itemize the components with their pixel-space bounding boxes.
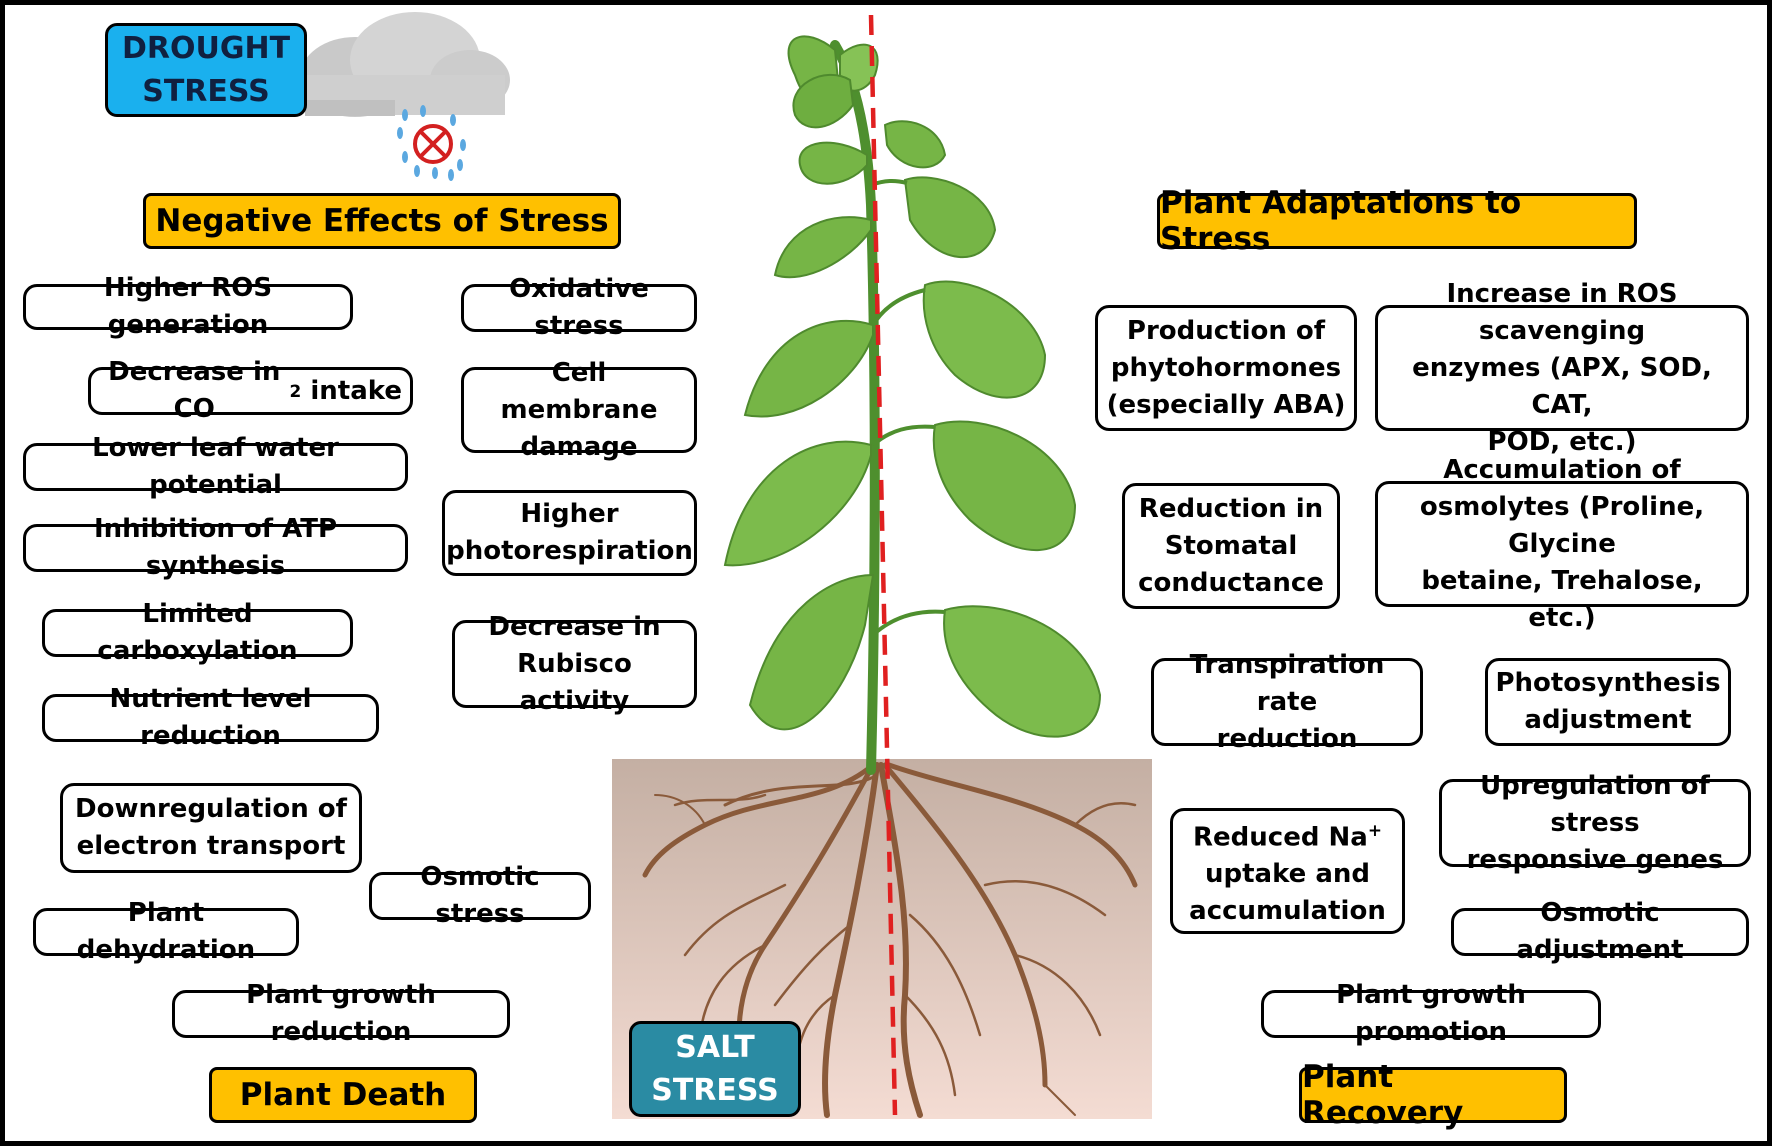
no-water-icon <box>413 124 453 164</box>
cell-membrane-damage: Cell membrane damage <box>461 358 697 462</box>
reduction-stomatal-conductance: Reduction in Stomatal conductance <box>1122 483 1340 609</box>
salt-stress-tag: SALT STRESS <box>629 1021 801 1117</box>
higher-photorespiration: Higher photorespiration <box>442 490 697 576</box>
higher-ros-generation: Higher ROS generation <box>23 273 353 340</box>
production-of-phytohormones: Production of phytohormones (especially … <box>1095 305 1357 431</box>
plant-death-header: Plant Death <box>209 1067 477 1123</box>
leaves <box>723 35 1102 738</box>
reduced-na-uptake: Reduced Na+uptake and accumulation <box>1170 808 1405 934</box>
roots-illustration <box>642 762 1138 1118</box>
limited-carboxylation: Limited carboxylation <box>42 599 353 666</box>
cloud-icon <box>300 12 510 117</box>
accumulation-of-osmolytes: Accumulation of osmolytes (Proline, Glyc… <box>1375 455 1749 633</box>
plant-growth-promotion: Plant growth promotion <box>1261 980 1601 1047</box>
downregulation-electron-transport: Downregulation of electron transport <box>60 783 362 873</box>
osmotic-adjustment: Osmotic adjustment <box>1451 898 1749 965</box>
negative-effects-header: Negative Effects of Stress <box>143 193 621 249</box>
oxidative-stress: Oxidative stress <box>461 274 697 341</box>
stem <box>830 40 880 775</box>
nutrient-level-reduction: Nutrient level reduction <box>42 684 379 751</box>
osmotic-stress: Osmotic stress <box>369 862 591 929</box>
plant-growth-reduction: Plant growth reduction <box>172 980 510 1047</box>
adaptations-header: Plant Adaptations to Stress <box>1157 185 1637 257</box>
divider-line <box>868 14 898 1116</box>
lower-leaf-water-potential: Lower leaf water potential <box>23 433 408 500</box>
drought-stress-tag: DROUGHT STRESS <box>105 23 307 117</box>
plant-recovery-header: Plant Recovery <box>1299 1059 1567 1131</box>
rain-drops-icon <box>397 105 466 181</box>
increase-ros-scavenging-enzymes: Increase in ROS scavenging enzymes (APX,… <box>1375 279 1749 457</box>
plant-dehydration: Plant dehydration <box>33 898 299 965</box>
transpiration-rate-reduction: Transpiration rate reduction <box>1151 650 1423 754</box>
plant-illustration <box>300 12 1138 1118</box>
upregulation-stress-responsive-genes: Upregulation of stress responsive genes <box>1439 771 1751 875</box>
decrease-rubisco-activity: Decrease in Rubisco activity <box>452 612 697 716</box>
photosynthesis-adjustment: Photosynthesis adjustment <box>1485 658 1731 746</box>
inhibition-atp-synthesis: Inhibition of ATP synthesis <box>23 514 408 581</box>
